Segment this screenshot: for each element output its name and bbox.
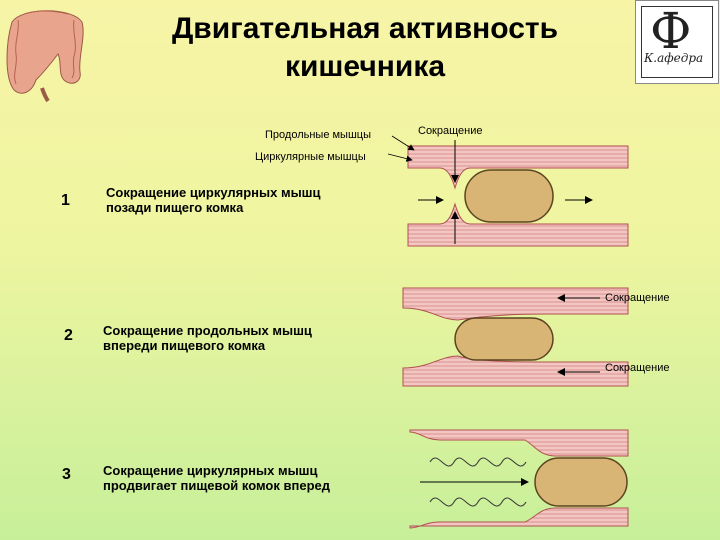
label-circular-muscles: Циркулярные мышцы bbox=[255, 151, 366, 163]
panel2-lower-wall bbox=[402, 355, 629, 387]
panel1-pointer-longitudinal bbox=[391, 135, 415, 151]
label-contraction-1: Сокращение bbox=[418, 125, 483, 137]
panel1-upper-wall bbox=[407, 145, 629, 190]
panel1-lower-wall bbox=[407, 202, 629, 247]
step-number-3: 3 bbox=[62, 466, 71, 483]
panel3-lower-wall bbox=[409, 507, 629, 529]
department-logo: Ф К.афедра bbox=[635, 0, 719, 84]
panel3-food-bolus bbox=[534, 457, 628, 507]
panel3-upper-wall bbox=[409, 429, 629, 457]
step-number-1: 1 bbox=[61, 192, 70, 209]
step-description-2-line-2: впереди пищевого комка bbox=[103, 338, 266, 353]
title-line-2: кишечника bbox=[284, 50, 446, 83]
step-description-3: Сокращение циркулярных мышц продвигает п… bbox=[103, 463, 330, 493]
step-description-3-line-2: продвигает пищевой комок вперед bbox=[103, 478, 330, 493]
logo-signature: К.афедра bbox=[644, 51, 704, 65]
step-description-3-line-1: Сокращение циркулярных мышц bbox=[103, 463, 318, 478]
logo-frame bbox=[641, 6, 713, 78]
step-description-2: Сокращение продольных мышц впереди пищев… bbox=[103, 323, 312, 353]
page-title: Двигательная активность кишечника bbox=[150, 10, 580, 86]
step-number-2: 2 bbox=[64, 327, 73, 344]
step-description-1-line-1: Сокращение циркулярных мышц bbox=[106, 185, 321, 200]
panel3-wave-fibers bbox=[429, 457, 527, 507]
step-description-1-line-2: позади пищего комка bbox=[106, 200, 244, 215]
label-contraction-2-bottom: Сокращение bbox=[605, 362, 670, 374]
step-description-2-line-1: Сокращение продольных мышц bbox=[103, 323, 312, 338]
panel1-food-bolus bbox=[464, 169, 554, 223]
label-longitudinal-muscles: Продольные мышцы bbox=[265, 129, 371, 141]
step-description-1: Сокращение циркулярных мышц позади пищег… bbox=[106, 185, 321, 215]
panel2-food-bolus bbox=[454, 317, 554, 361]
intestine-illustration bbox=[6, 10, 84, 103]
label-contraction-2-top: Сокращение bbox=[605, 292, 670, 304]
title-line-1: Двигательная активность bbox=[171, 12, 559, 45]
logo-letter: Ф bbox=[650, 2, 692, 60]
panel1-pointer-circular bbox=[387, 153, 413, 162]
panel2-upper-wall bbox=[402, 287, 629, 321]
